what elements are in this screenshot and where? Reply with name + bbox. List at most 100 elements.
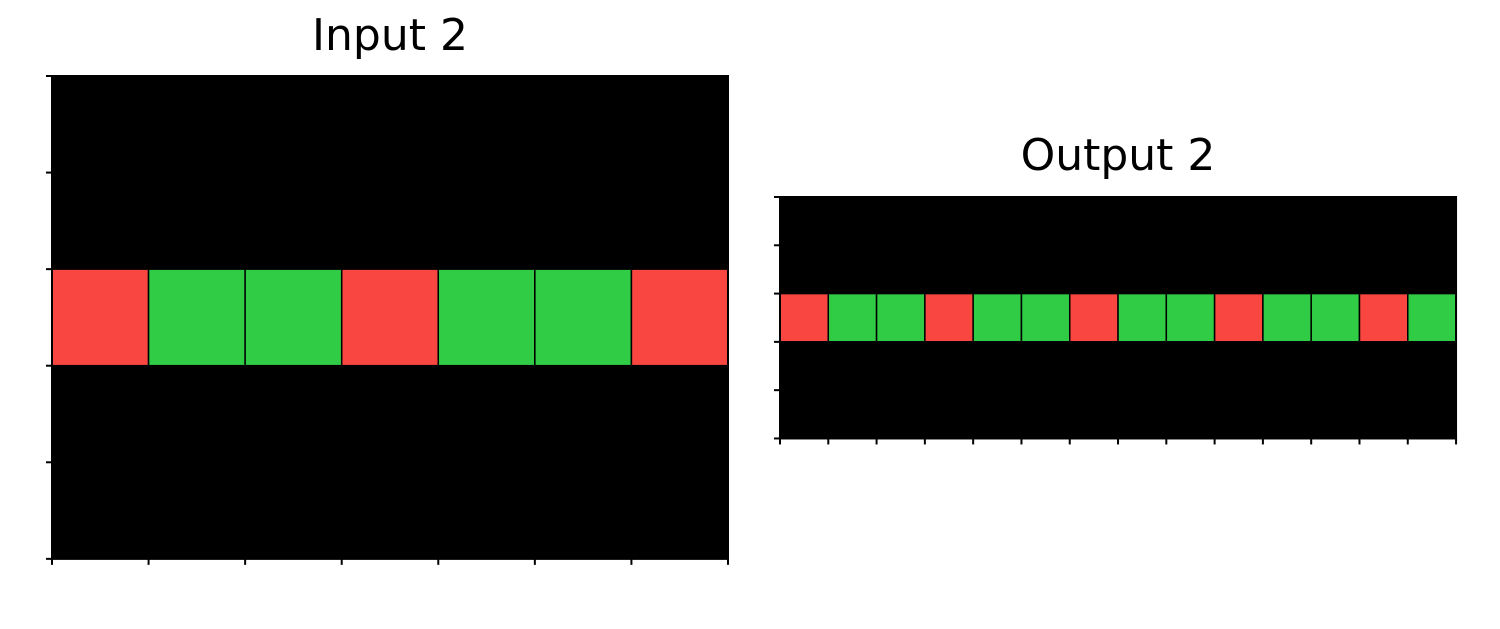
- input-cell: [630, 461, 729, 560]
- output-cell: [1068, 196, 1119, 247]
- output-cell: [875, 341, 926, 391]
- output-cell: [875, 244, 926, 295]
- input-cell: [437, 75, 536, 174]
- input-grid: [46, 75, 729, 565]
- output-cell: [1310, 389, 1361, 440]
- output-cell: [1165, 196, 1216, 247]
- input-cell: [534, 461, 633, 560]
- output-cell: [924, 292, 974, 343]
- input-cell: [630, 364, 729, 464]
- input-cell: [630, 75, 729, 174]
- output-cell: [1117, 389, 1168, 440]
- input-cell: [244, 364, 343, 464]
- input-cell: [340, 268, 440, 367]
- input-cell: [437, 461, 536, 560]
- input-cell: [244, 75, 343, 174]
- output-cell: [1165, 244, 1216, 295]
- input-cell: [534, 364, 633, 464]
- input-cell: [147, 171, 246, 270]
- output-cell: [1068, 244, 1119, 295]
- output-cell: [1213, 196, 1264, 247]
- input-cell: [147, 268, 246, 367]
- output-cell: [1213, 244, 1264, 295]
- output-cell: [1262, 196, 1312, 247]
- output-cell: [1358, 341, 1409, 391]
- input-cell: [630, 171, 729, 270]
- output-cell: [1068, 389, 1119, 440]
- input-cell: [147, 75, 246, 174]
- output-cell: [1358, 389, 1409, 440]
- output-cell: [1262, 341, 1312, 391]
- input-cell: [437, 364, 536, 464]
- output-cell: [1358, 196, 1409, 247]
- output-cell: [1407, 196, 1457, 247]
- output-cell: [779, 244, 830, 295]
- output-cell: [1068, 341, 1119, 391]
- input-cell: [534, 75, 633, 174]
- output-cell: [779, 292, 830, 343]
- output-cell: [1165, 389, 1216, 440]
- output-cell: [827, 389, 878, 440]
- input-cell: [340, 461, 440, 560]
- input-cell: [340, 171, 440, 270]
- output-cell: [1117, 292, 1168, 343]
- output-cell: [1117, 196, 1168, 247]
- output-cell: [1262, 244, 1312, 295]
- output-cell: [1407, 389, 1457, 440]
- output-cell: [1213, 292, 1264, 343]
- input-cell: [51, 461, 150, 560]
- output-cell: [875, 389, 926, 440]
- output-cell: [1213, 389, 1264, 440]
- output-cell: [827, 196, 878, 247]
- output-cell: [827, 292, 878, 343]
- input-cell: [244, 461, 343, 560]
- output-cell: [827, 341, 878, 391]
- output-cell: [972, 389, 1023, 440]
- output-cell: [1165, 341, 1216, 391]
- input-cell: [147, 364, 246, 464]
- input-cell: [340, 75, 440, 174]
- input-cell: [534, 268, 633, 367]
- output-cell: [924, 196, 974, 247]
- output-cell: [1310, 341, 1361, 391]
- output-cell: [779, 341, 830, 391]
- output-cell: [1310, 196, 1361, 247]
- output-cell: [1117, 244, 1168, 295]
- output-cell: [924, 341, 974, 391]
- input-cell: [340, 364, 440, 464]
- output-cell: [1407, 244, 1457, 295]
- output-cell: [972, 244, 1023, 295]
- output-cell: [1117, 341, 1168, 391]
- output-cell: [1020, 292, 1071, 343]
- output-cell: [1020, 244, 1071, 295]
- output-cell: [972, 292, 1023, 343]
- output-panel-title: Output 2: [1020, 130, 1216, 181]
- input-cell: [147, 461, 246, 560]
- input-cell: [51, 75, 150, 174]
- output-cell: [972, 341, 1023, 391]
- output-cell: [924, 244, 974, 295]
- input-panel-title: Input 2: [312, 10, 468, 61]
- output-cell: [1213, 341, 1264, 391]
- output-cell: [1020, 196, 1071, 247]
- output-cell: [1310, 244, 1361, 295]
- output-cell: [1020, 389, 1071, 440]
- output-cell: [827, 244, 878, 295]
- output-cell: [1407, 292, 1457, 343]
- output-cell: [1262, 292, 1312, 343]
- output-cell: [1068, 292, 1119, 343]
- input-cell: [534, 171, 633, 270]
- input-cell: [51, 268, 150, 367]
- output-cell: [1358, 244, 1409, 295]
- output-cell: [972, 196, 1023, 247]
- output-cell: [1358, 292, 1409, 343]
- input-cell: [51, 171, 150, 270]
- input-cell: [437, 268, 536, 367]
- input-grid-border: [51, 75, 729, 560]
- output-cell: [779, 196, 830, 247]
- output-cell: [875, 196, 926, 247]
- input-cell: [244, 171, 343, 270]
- output-cell: [779, 389, 830, 440]
- input-cell: [244, 268, 343, 367]
